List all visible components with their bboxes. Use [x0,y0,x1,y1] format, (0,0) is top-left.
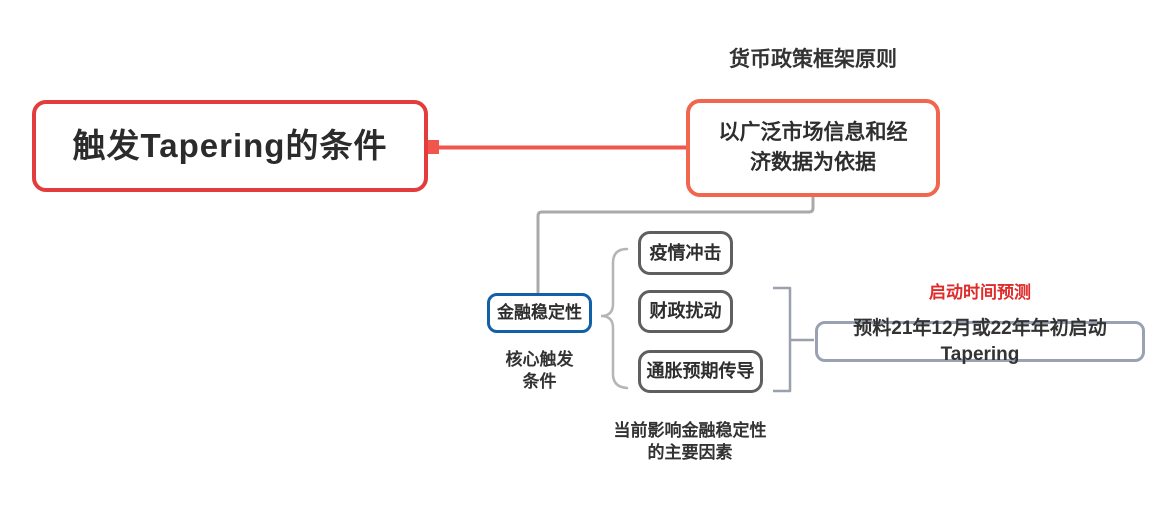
policy-node-label: 以广泛市场信息和经 济数据为依据 [718,120,908,174]
factor-node-fiscal-disturbance[interactable]: 财政扰动 [638,290,733,333]
prediction-node-label: 预料21年12月或22年年初启动Tapering [853,317,1107,365]
policy-to-stability-connector [536,197,815,293]
factors-curly-brace [600,247,629,390]
policy-node[interactable]: 以广泛市场信息和经 济数据为依据 [686,99,940,197]
factor-label: 财政扰动 [649,301,722,322]
prediction-floating-label: 启动时间预测 [929,283,1031,302]
factors-floating-label: 当前影响金融稳定性 的主要因素 [613,421,767,463]
factor-node-inflation-expectation[interactable]: 通胀预期传导 [638,350,763,393]
factor-label: 疫情冲击 [649,242,722,263]
core-trigger-floating-label: 核心触发 条件 [505,350,574,392]
factor-label: 通胀预期传导 [646,361,755,382]
policy-floating-label: 货币政策框架原则 [729,48,897,71]
financial-stability-node[interactable]: 金融稳定性 [487,293,592,333]
root-topic-label: 触发Tapering的条件 [72,126,388,164]
prediction-node[interactable]: 预料21年12月或22年年初启动Tapering [815,318,1145,365]
factors-bracket [773,286,792,393]
root-topic-node[interactable]: 触发Tapering的条件 [32,100,428,192]
factor-node-pandemic-shock[interactable]: 疫情冲击 [638,231,733,275]
financial-stability-label: 金融稳定性 [497,302,582,322]
